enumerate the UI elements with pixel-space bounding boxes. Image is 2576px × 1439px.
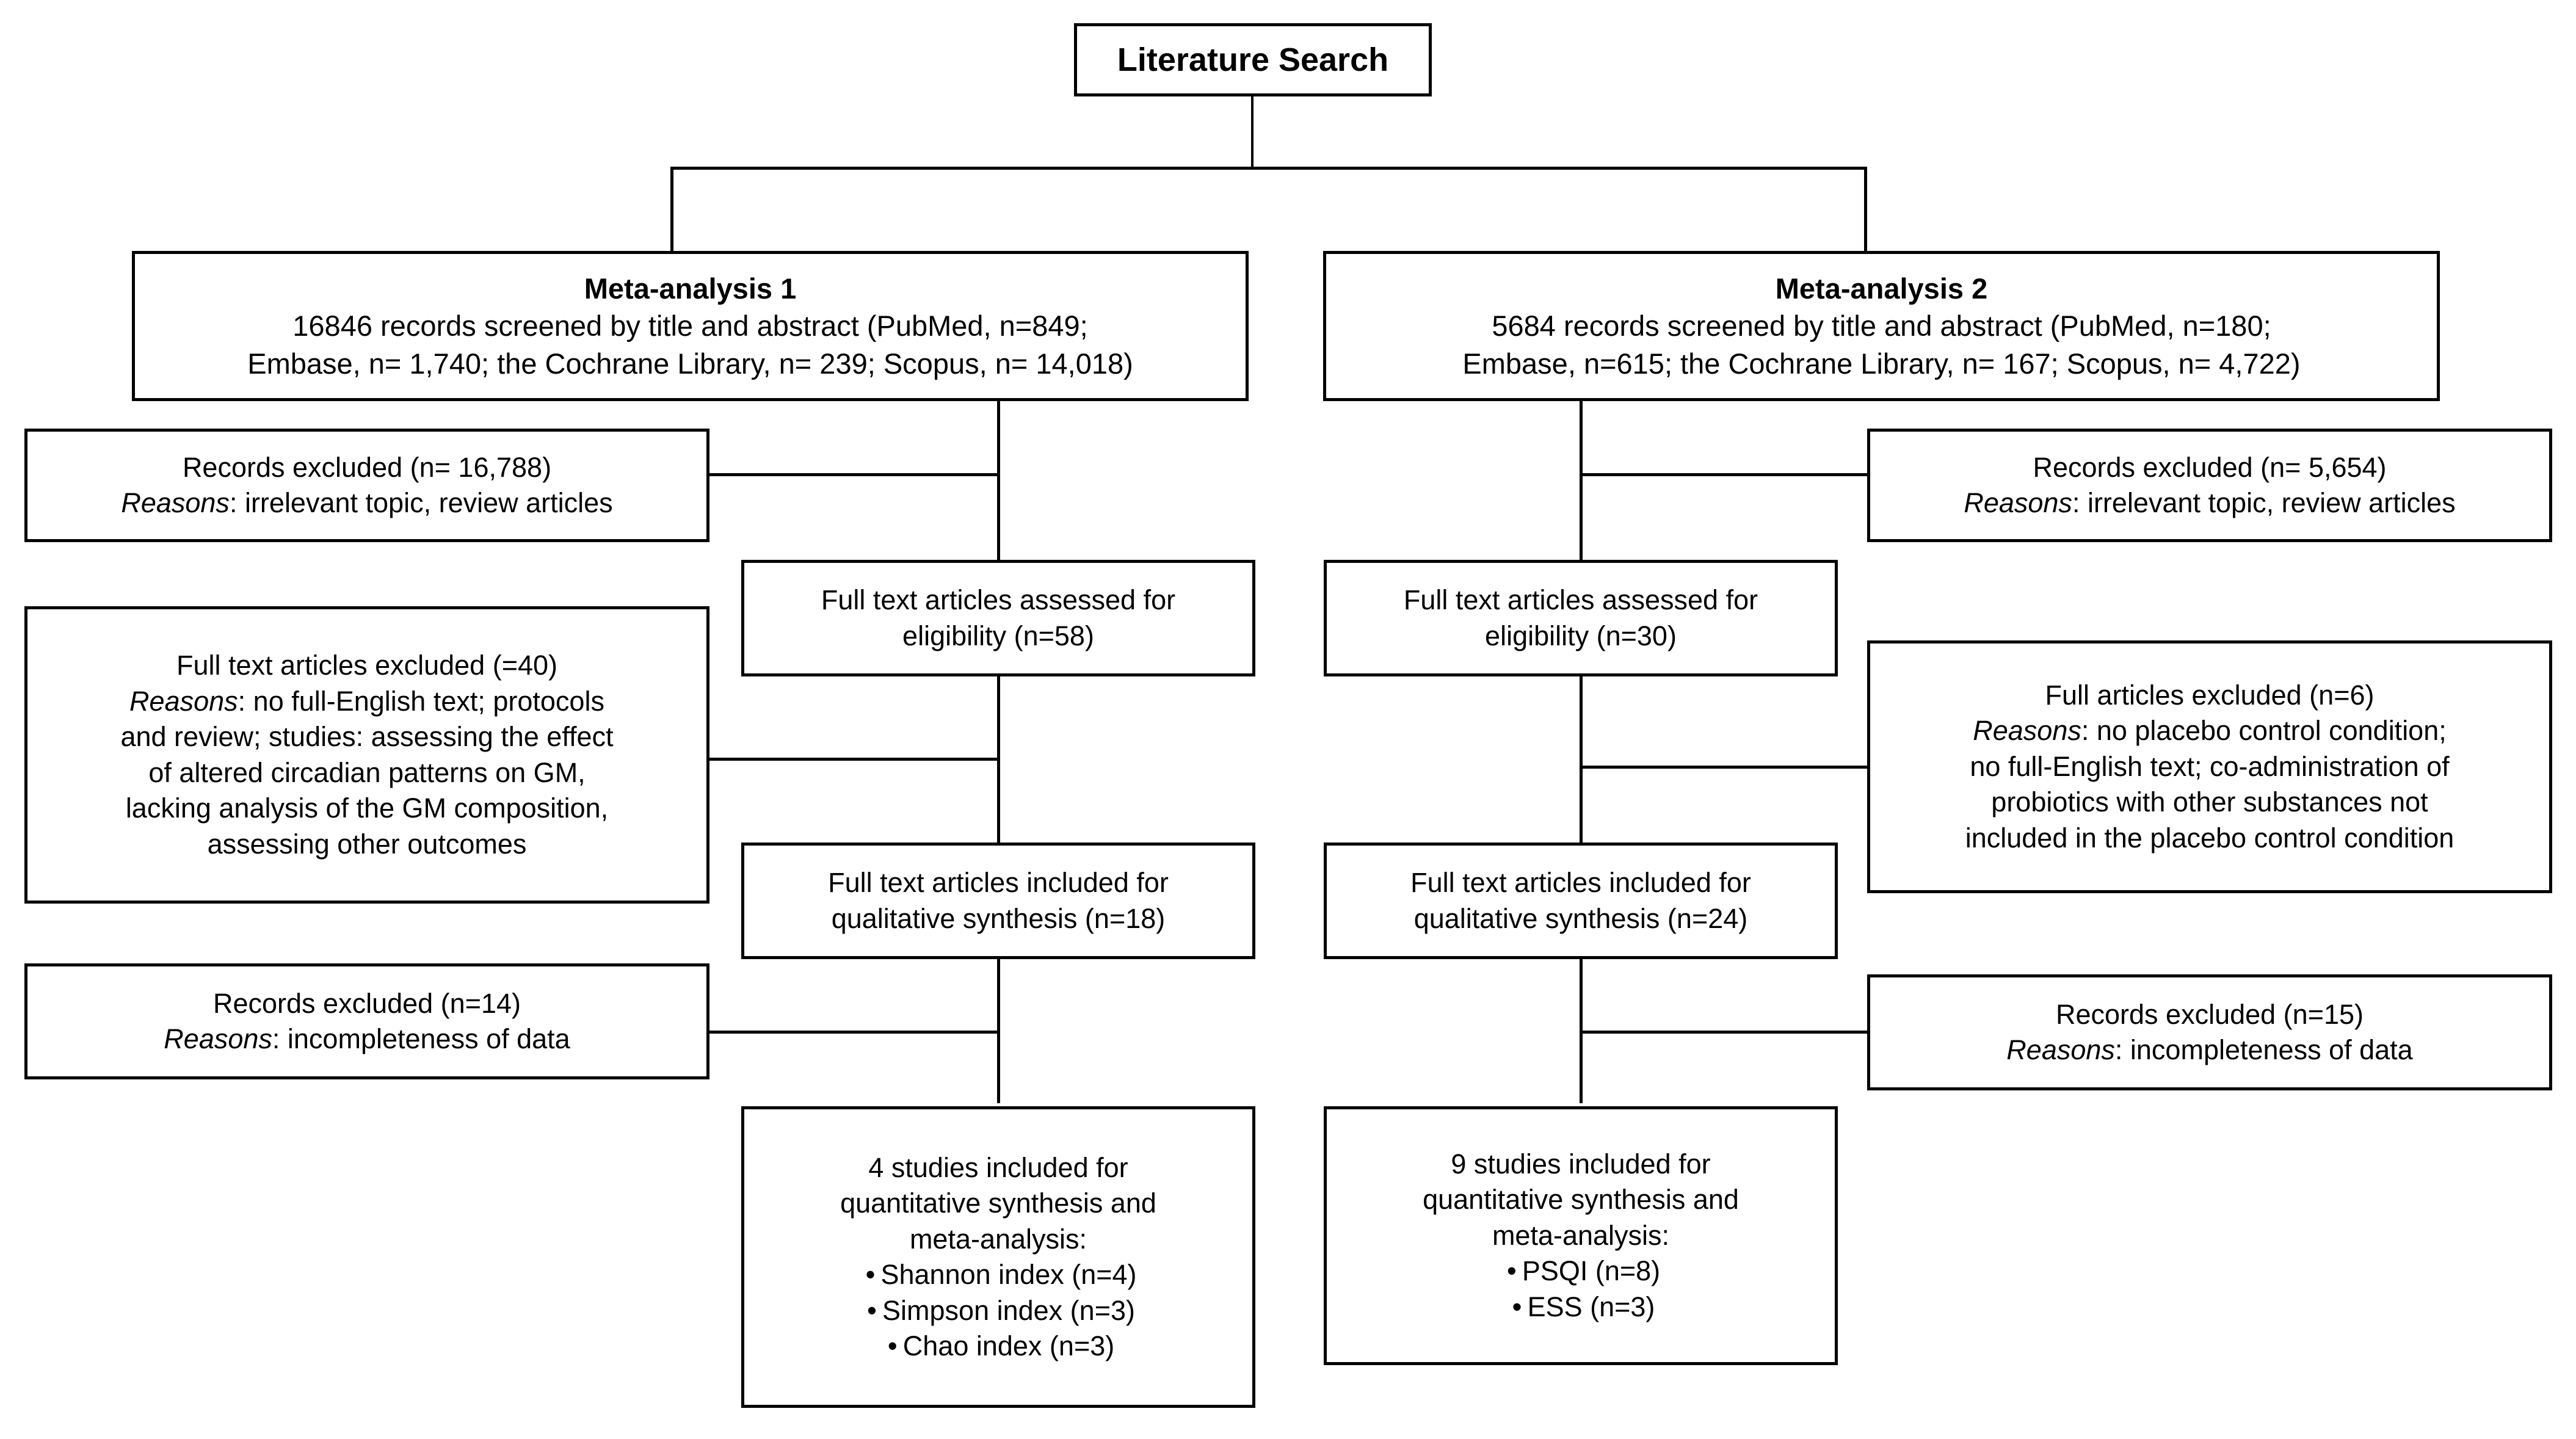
right-excl-1-count: Records excluded (n= 5,654) (2033, 451, 2387, 483)
connector-split-bar (670, 167, 1867, 170)
meta-analysis-2-line1: 5684 records screened by title and abstr… (1492, 310, 2271, 343)
bullet-glyph: • (865, 1259, 876, 1290)
list-item: •Shannon index (n=4) (860, 1257, 1137, 1293)
node-left-records-excluded-1[interactable]: Records excluded (n= 16,788) Reasons: ir… (24, 429, 709, 542)
node-left-quantitative[interactable]: 4 studies included for quantitative synt… (741, 1106, 1255, 1408)
list-item: •ESS (n=3) (1501, 1289, 1660, 1325)
left-quantitative-bullet-1: Shannon index (n=4) (880, 1259, 1137, 1290)
node-meta-analysis-2[interactable]: Meta-analysis 2 5684 records screened by… (1323, 251, 2440, 401)
meta-analysis-2-title: Meta-analysis 2 (1775, 272, 1988, 305)
left-excl-3-count: Records excluded (n=14) (212, 987, 521, 1019)
left-excl-2-line4: of altered circadian patterns on GM, (148, 756, 586, 788)
bullet-glyph: • (1512, 1291, 1522, 1322)
left-excl-2-reasons-text: : no full-English text; protocols (238, 685, 604, 717)
literature-search-label: Literature Search (1117, 41, 1389, 78)
list-item: •Simpson index (n=3) (860, 1293, 1136, 1329)
left-quantitative-line3: meta-analysis: (909, 1223, 1087, 1255)
left-excl-2-line6: assessing other outcomes (207, 828, 527, 860)
left-excl-3-reasons-text: : incompleteness of data (272, 1023, 570, 1054)
connector-right-excl-1 (1580, 473, 1870, 476)
node-right-fullarticles-excluded[interactable]: Full articles excluded (n=6) Reasons: no… (1867, 640, 2552, 893)
connector-top-trunk (1251, 96, 1254, 168)
right-quantitative-bullet-1: PSQI (n=8) (1522, 1255, 1661, 1287)
left-excl-2-line3: and review; studies: assessing the effec… (120, 721, 614, 752)
right-excl-2-reasons-label: Reasons (1973, 715, 2081, 747)
meta-analysis-1-line2: Embase, n= 1,740; the Cochrane Library, … (247, 347, 1133, 380)
right-qualitative-line1: Full text articles included for (1410, 867, 1751, 898)
right-excl-2-reasons: Reasons: no placebo control condition; (1973, 713, 2447, 749)
left-excl-2-count: Full text articles excluded (=40) (176, 650, 558, 681)
right-excl-2-line3: no full-English text; co-administration … (1970, 750, 2450, 782)
right-qualitative-line2: qualitative synthesis (n=24) (1413, 902, 1748, 934)
right-quantitative-bullet-2: ESS (n=3) (1527, 1291, 1655, 1322)
left-qualitative-line2: qualitative synthesis (n=18) (831, 902, 1166, 934)
left-eligibility-line2: eligibility (n=58) (902, 620, 1094, 651)
left-excl-2-line5: lacking analysis of the GM composition, (125, 792, 609, 824)
left-excl-3-reasons: Reasons: incompleteness of data (164, 1021, 570, 1057)
right-excl-3-reasons-label: Reasons (2006, 1034, 2115, 1065)
right-eligibility-line2: eligibility (n=30) (1485, 620, 1677, 651)
right-eligibility-line1: Full text articles assessed for (1403, 584, 1758, 615)
right-excl-2-count: Full articles excluded (n=6) (2045, 679, 2375, 711)
connector-split-leg-left (670, 167, 673, 254)
connector-left-excl-1 (709, 473, 1000, 476)
node-left-records-excluded-2[interactable]: Records excluded (n=14) Reasons: incompl… (24, 963, 709, 1079)
right-excl-3-reasons-text: : incompleteness of data (2114, 1034, 2413, 1065)
node-right-qualitative[interactable]: Full text articles included for qualitat… (1324, 843, 1838, 959)
connector-left-excl-3 (709, 1031, 1000, 1034)
connector-split-leg-right (1864, 167, 1867, 254)
connector-right-excl-3 (1580, 1031, 1870, 1034)
connector-left-excl-2 (709, 758, 1000, 761)
left-quantitative-line1: 4 studies included for (868, 1151, 1128, 1183)
right-quantitative-bullets: •PSQI (n=8) •ESS (n=3) (1501, 1253, 1660, 1325)
left-quantitative-line2: quantitative synthesis and (840, 1187, 1156, 1219)
left-qualitative-line1: Full text articles included for (828, 867, 1169, 898)
node-literature-search[interactable]: Literature Search (1074, 23, 1432, 96)
right-excl-2-line5: included in the placebo control conditio… (1965, 822, 2454, 854)
bullet-glyph: • (1506, 1255, 1517, 1287)
left-excl-2-reasons: Reasons: no full-English text; protocols (129, 684, 604, 720)
list-item: •Chao index (n=3) (860, 1328, 1136, 1365)
right-quantitative-line1: 9 studies included for (1451, 1148, 1711, 1180)
right-excl-1-reasons-label: Reasons (1964, 487, 2072, 518)
right-excl-3-reasons: Reasons: incompleteness of data (2006, 1032, 2412, 1068)
left-excl-2-reasons-label: Reasons (129, 685, 238, 717)
list-item: •PSQI (n=8) (1501, 1253, 1660, 1289)
left-quantitative-bullet-2: Simpson index (n=3) (882, 1294, 1135, 1326)
node-right-records-excluded-2[interactable]: Records excluded (n=15) Reasons: incompl… (1867, 974, 2552, 1090)
meta-analysis-2-line2: Embase, n=615; the Cochrane Library, n= … (1462, 347, 2301, 380)
left-excl-1-count: Records excluded (n= 16,788) (182, 451, 552, 483)
right-quantitative-line2: quantitative synthesis and (1423, 1184, 1739, 1216)
connector-left-trunk (997, 401, 1000, 1103)
node-right-quantitative[interactable]: 9 studies included for quantitative synt… (1324, 1106, 1838, 1365)
connector-right-excl-2 (1580, 766, 1870, 769)
right-excl-2-reasons-text: : no placebo control condition; (2081, 715, 2447, 747)
bullet-glyph: • (887, 1330, 898, 1361)
left-excl-1-reasons-label: Reasons (121, 487, 230, 518)
left-excl-1-reasons: Reasons: irrelevant topic, review articl… (121, 485, 612, 521)
node-right-eligibility[interactable]: Full text articles assessed for eligibil… (1324, 560, 1838, 676)
left-excl-1-reasons-text: : irrelevant topic, review articles (229, 487, 613, 518)
right-quantitative-line3: meta-analysis: (1492, 1219, 1670, 1251)
meta-analysis-1-title: Meta-analysis 1 (584, 272, 797, 305)
node-right-records-excluded-1[interactable]: Records excluded (n= 5,654) Reasons: irr… (1867, 429, 2552, 542)
right-excl-1-reasons-text: : irrelevant topic, review articles (2072, 487, 2456, 518)
right-excl-2-line4: probiotics with other substances not (1991, 786, 2428, 818)
node-left-qualitative[interactable]: Full text articles included for qualitat… (741, 843, 1255, 959)
left-quantitative-bullet-3: Chao index (n=3) (902, 1330, 1115, 1361)
node-meta-analysis-1[interactable]: Meta-analysis 1 16846 records screened b… (132, 251, 1249, 401)
right-excl-1-reasons: Reasons: irrelevant topic, review articl… (1964, 485, 2455, 521)
node-left-fulltext-excluded[interactable]: Full text articles excluded (=40) Reason… (24, 606, 709, 904)
left-excl-3-reasons-label: Reasons (164, 1023, 272, 1054)
node-left-eligibility[interactable]: Full text articles assessed for eligibil… (741, 560, 1255, 676)
meta-analysis-1-line1: 16846 records screened by title and abst… (292, 310, 1088, 343)
left-eligibility-line1: Full text articles assessed for (821, 584, 1176, 615)
right-excl-3-count: Records excluded (n=15) (2055, 998, 2364, 1030)
left-quantitative-bullets: •Shannon index (n=4) •Simpson index (n=3… (860, 1257, 1137, 1365)
bullet-glyph: • (867, 1294, 877, 1326)
connector-right-trunk (1580, 401, 1583, 1103)
